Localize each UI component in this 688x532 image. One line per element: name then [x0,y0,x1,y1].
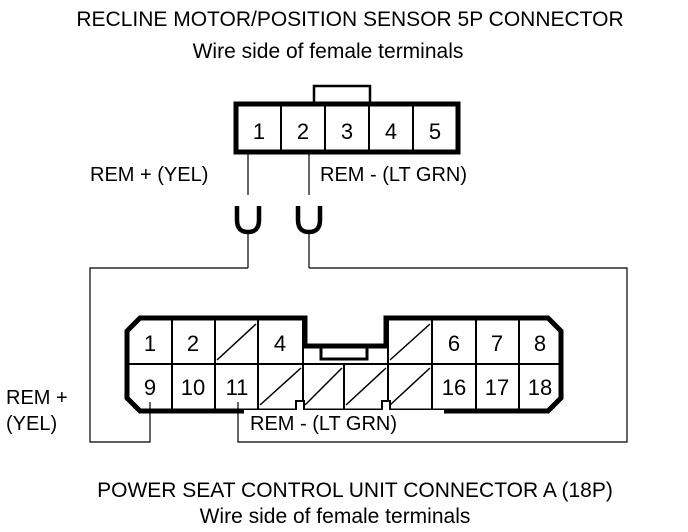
top-terminal-3: 3 [341,119,353,144]
bottom-terminal-9: 9 [144,375,156,400]
top-terminal-2: 2 [297,119,309,144]
top-terminal-5: 5 [429,119,441,144]
wire-rem-plus-lower [89,267,248,443]
bottom-connector-housing [124,315,564,414]
top-terminal-4: 4 [385,119,397,144]
rem-plus-left-label-line1: REM + [6,387,68,409]
top-connector-subtitle: Wire side of female terminals [193,40,464,63]
top-connector-latch [312,84,372,104]
bottom-terminal-11: 11 [226,375,249,400]
bottom-terminal-4: 4 [274,331,286,356]
bottom-terminal-2: 2 [187,331,199,356]
bottom-connector [124,315,564,414]
wires [89,152,628,443]
bottom-terminal-16: 16 [442,375,466,400]
rem-plus-top-label: REM + (YEL) [90,164,208,186]
bottom-terminal-1: 1 [144,331,156,356]
rem-plus-left-label-line2: (YEL) [6,413,57,435]
top-connector-title: RECLINE MOTOR/POSITION SENSOR 5P CONNECT… [76,8,623,31]
top-connector [233,84,461,155]
bottom-terminal-10: 10 [181,375,205,400]
top-connector-housing [233,101,461,155]
rem-minus-top-label: REM - (LT GRN) [320,164,467,186]
bottom-connector-subtitle: Wire side of female terminals [200,505,471,528]
wire-rem-minus-lower [237,267,628,443]
bottom-terminal-8: 8 [534,331,546,356]
rem-minus-bottom-label: REM - (LT GRN) [250,413,397,435]
top-terminal-1: 1 [253,119,265,144]
bottom-terminal-7: 7 [491,331,503,356]
splice-u-icon-left [234,206,262,235]
bottom-connector-title: POWER SEAT CONTROL UNIT CONNECTOR A (18P… [97,479,613,502]
bottom-terminal-18: 18 [528,375,552,400]
bottom-terminal-17: 17 [485,375,509,400]
bottom-terminal-6: 6 [448,331,460,356]
splice-u-icon-right [295,206,323,235]
splice-symbols [234,206,323,235]
